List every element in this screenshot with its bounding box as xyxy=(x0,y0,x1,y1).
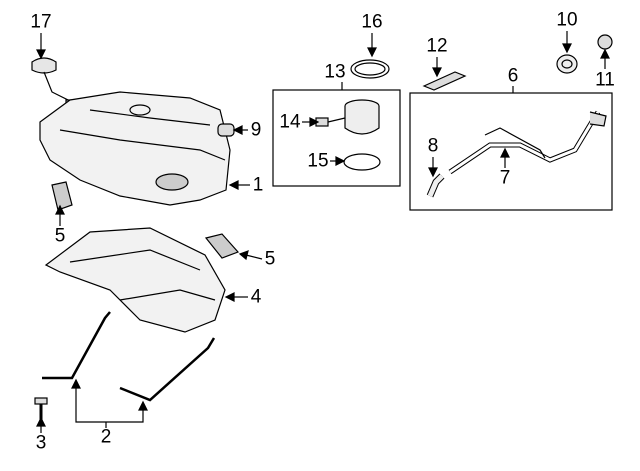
callout-15: 15 xyxy=(307,150,329,172)
callout-16: 16 xyxy=(361,11,383,33)
tank-shield xyxy=(44,227,226,333)
filler-pipe-group-box xyxy=(409,92,613,211)
lock-ring xyxy=(350,59,390,79)
bracket-left xyxy=(51,181,73,211)
callout-14: 14 xyxy=(279,111,301,133)
fuel-pump xyxy=(315,99,380,135)
callout-5-right: 5 xyxy=(264,248,276,270)
grommet-part xyxy=(217,123,235,137)
nut-part xyxy=(597,34,613,50)
callout-8: 8 xyxy=(427,135,439,157)
callout-1: 1 xyxy=(252,174,264,196)
fuel-pump-group-box xyxy=(272,89,401,187)
tank-strap-right xyxy=(119,337,216,402)
callout-11: 11 xyxy=(595,69,615,91)
callout-10: 10 xyxy=(556,9,578,31)
pump-seal xyxy=(343,153,381,171)
cap-part xyxy=(556,54,578,74)
callout-13: 13 xyxy=(324,61,346,83)
callout-5-left: 5 xyxy=(54,225,66,247)
filler-pipe xyxy=(448,110,607,175)
callout-4: 4 xyxy=(250,286,262,308)
leader-lines xyxy=(36,31,610,433)
callout-6: 6 xyxy=(507,65,519,87)
callout-12: 12 xyxy=(426,35,448,57)
fuel-tank xyxy=(39,91,231,206)
tank-strap-left xyxy=(42,311,111,380)
callout-7: 7 xyxy=(499,167,511,189)
callout-3: 3 xyxy=(35,432,47,454)
callout-9: 9 xyxy=(250,119,262,141)
hose-clip xyxy=(422,71,467,91)
callout-17: 17 xyxy=(30,11,52,33)
callout-2: 2 xyxy=(100,426,112,448)
bracket-right xyxy=(204,233,240,259)
